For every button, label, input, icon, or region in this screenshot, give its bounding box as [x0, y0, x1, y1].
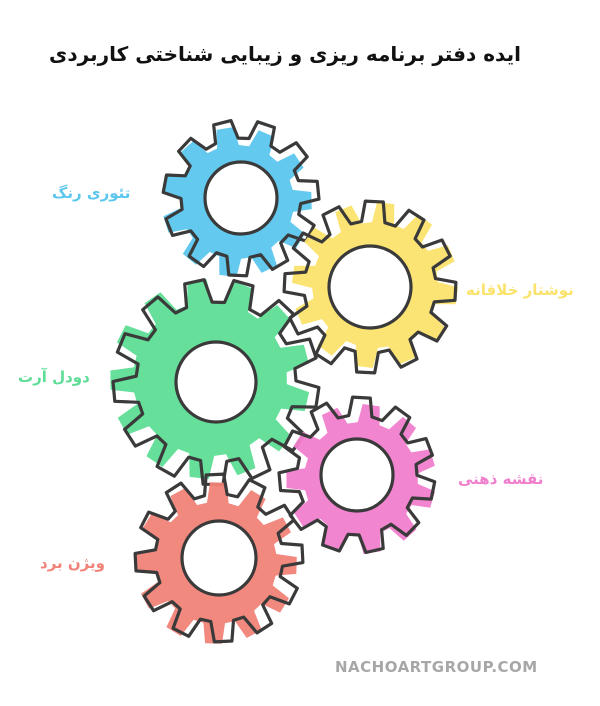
label-mind-map: نقشه ذهنی [458, 470, 544, 488]
page-title: ایده دفتر برنامه ریزی و زیبایی شناختی کا… [49, 42, 521, 66]
label-vision-board: ویژن برد [40, 554, 105, 572]
gear-creative-writing-icon [282, 199, 458, 375]
label-color-theory: تئوری رنگ [52, 184, 131, 202]
watermark-text: NACHOARTGROUP.COM [335, 658, 538, 676]
gear-vision-board-icon [133, 472, 305, 644]
gear-mind-map-icon [277, 395, 437, 555]
label-doodle-art: دودل آرت [18, 368, 90, 386]
gear-doodle-art-icon [110, 278, 321, 487]
label-creative-writing: نوشتار خلاقانه [466, 281, 574, 299]
gear-color-theory-icon [161, 119, 321, 278]
